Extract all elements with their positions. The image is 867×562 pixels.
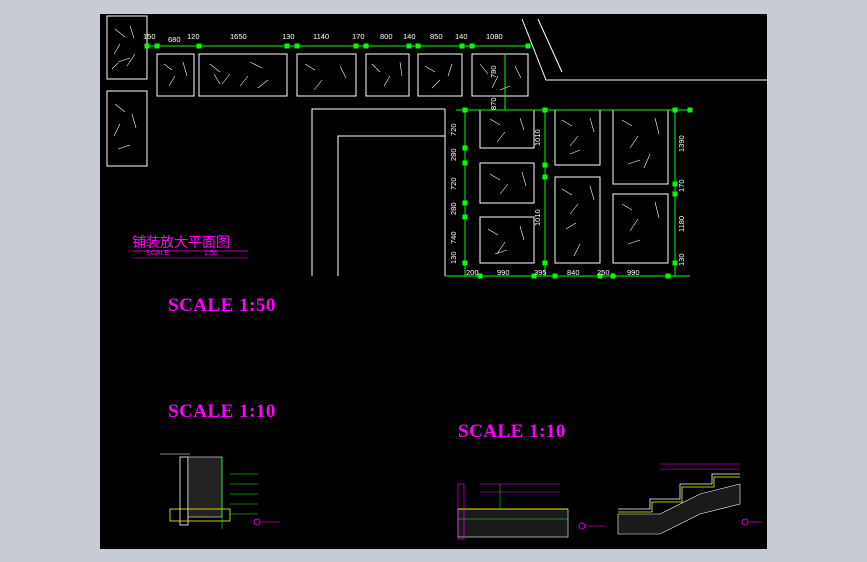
detail-section-stairs [617, 463, 762, 535]
detail-left-scale-label: SCALE 1:10 [168, 401, 276, 422]
dim-bottom-1: 200 [466, 268, 479, 277]
dim-mid-2: 1010 [533, 209, 542, 226]
dim-right-2: 170 [677, 179, 686, 192]
dim-top-9: 140 [403, 32, 416, 41]
dim-left-1: 720 [449, 123, 458, 136]
dim-bottom-6: 990 [627, 268, 640, 277]
dim-top-4: 1650 [230, 32, 247, 41]
dim-left-6: 130 [449, 251, 458, 264]
paving-top-row [106, 15, 529, 167]
dim-top-8: 800 [380, 32, 393, 41]
stone-texture [111, 25, 660, 257]
plan-subtitle-scale-value: 1:50 [204, 250, 218, 257]
dim-small-1: 780 [489, 65, 498, 78]
dim-top-1: 150 [143, 32, 156, 41]
dim-top-2: 680 [168, 35, 181, 44]
dim-top-10: 850 [430, 32, 443, 41]
dim-top-12: 1080 [486, 32, 503, 41]
dim-right-1: 1390 [677, 135, 686, 152]
plan-subtitle-scale-word: SCALE [146, 250, 169, 257]
dim-right-4: 130 [677, 253, 686, 266]
dim-left-5: 740 [449, 231, 458, 244]
dim-mid-1: 1010 [533, 129, 542, 146]
cad-drawing-sheet: 150 680 120 1650 130 1140 170 800 140 85… [100, 14, 767, 549]
dim-top-5: 130 [282, 32, 295, 41]
dimension-lines [144, 43, 693, 279]
dim-bottom-5: 250 [597, 268, 610, 277]
dim-left-4: 280 [449, 202, 458, 215]
detail-section-left [160, 453, 280, 529]
dim-bottom-3: 395 [534, 268, 547, 277]
dimension-text: 150 680 120 1650 130 1140 170 800 140 85… [143, 32, 686, 277]
dim-right-3: 1180 [677, 216, 686, 232]
drawing-canvas: 150 680 120 1650 130 1140 170 800 140 85… [106, 15, 767, 540]
dim-top-11: 140 [455, 32, 468, 41]
dim-top-6: 1140 [313, 32, 329, 41]
path-curb-inner [337, 135, 445, 276]
road-curbs [311, 18, 767, 276]
path-curb-outer [311, 108, 445, 276]
detail-section-middle [457, 483, 605, 540]
road-edge-inner [537, 18, 563, 73]
dim-small-2: 870 [489, 97, 498, 110]
dim-bottom-2: 990 [497, 268, 510, 277]
detail-right-scale-label: SCALE 1:10 [458, 421, 566, 442]
dim-left-3: 720 [449, 177, 458, 190]
dimension-ticks [144, 43, 693, 279]
dim-top-7: 170 [352, 32, 365, 41]
road-edge-outer [521, 18, 767, 81]
plan-title: 铺装放大平面图 [132, 235, 230, 251]
dim-top-3: 120 [187, 32, 200, 41]
plan-scale-label: SCALE 1:50 [168, 295, 276, 316]
dim-left-2: 280 [449, 148, 458, 161]
dim-bottom-4: 840 [567, 268, 580, 277]
